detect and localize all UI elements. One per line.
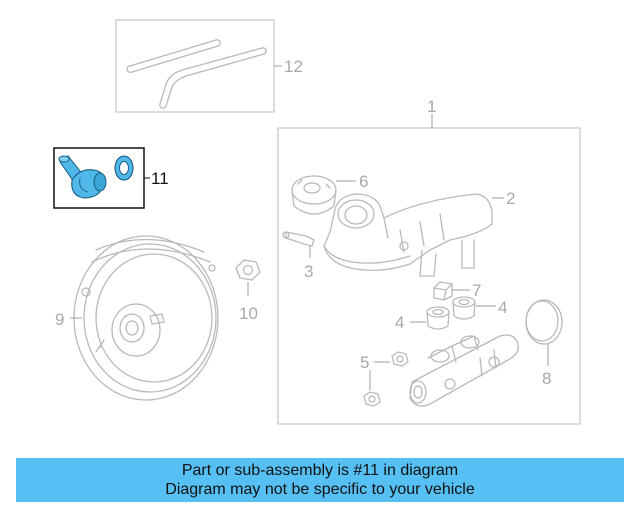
callout-9: 9 (55, 310, 64, 329)
part-10-nut (235, 259, 261, 281)
part-2-reservoir (323, 193, 493, 277)
callout-6: 6 (359, 172, 368, 191)
callout-10: 10 (239, 304, 258, 323)
banner-line-2: Diagram may not be specific to your vehi… (165, 481, 475, 498)
part-8-seal (525, 299, 563, 345)
callout-11: 11 (151, 169, 169, 188)
part-1-box (277, 127, 581, 425)
part-info-banner: Part or sub-assembly is #11 in diagram D… (16, 458, 624, 502)
part-7-clip (433, 281, 453, 301)
callout-1: 1 (427, 97, 436, 116)
part-11-check-valve (53, 147, 145, 209)
callout-5: 5 (360, 353, 369, 372)
banner-line-1: Part or sub-assembly is #11 in diagram (181, 462, 459, 479)
part-3-level-sensor (282, 231, 315, 247)
callout-4-right: 4 (498, 298, 507, 317)
callout-3: 3 (304, 262, 313, 281)
part-6-reservoir-cap (291, 175, 337, 215)
callout-7: 7 (472, 281, 481, 300)
part-12-hoses (115, 19, 275, 113)
callout-8: 8 (542, 369, 551, 388)
callout-2: 2 (506, 189, 515, 208)
callout-4-left: 4 (395, 313, 404, 332)
part-4-grommets (426, 296, 476, 330)
master-cylinder-body (409, 334, 519, 407)
callout-12: 12 (284, 57, 303, 76)
part-9-brake-booster (73, 235, 219, 401)
part-5-nuts (363, 351, 409, 407)
